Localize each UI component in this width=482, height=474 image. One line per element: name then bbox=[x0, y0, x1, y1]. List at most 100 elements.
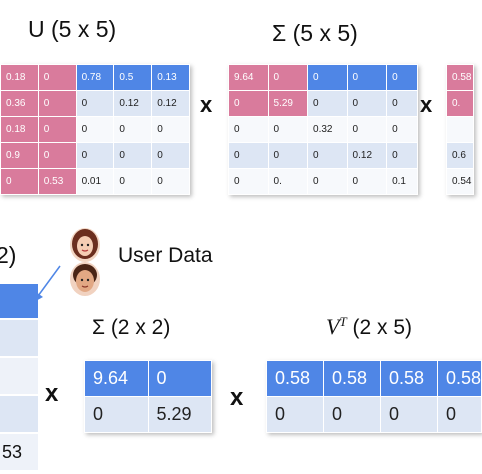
table-row: 0.54 bbox=[446, 168, 474, 195]
table-row: 0. bbox=[446, 90, 474, 117]
vt-title-base: V bbox=[326, 314, 340, 339]
user-male-icon bbox=[70, 262, 100, 296]
matrix-cell: 0 bbox=[228, 90, 269, 117]
matrix-cell: 0 bbox=[307, 142, 348, 169]
multiply-operator: x bbox=[420, 92, 433, 117]
matrix-cell: 0 bbox=[386, 142, 418, 169]
matrix-cell: 0 bbox=[307, 64, 348, 91]
matrix-cell: 0.32 bbox=[307, 116, 348, 143]
matrix-cell: 0 bbox=[147, 360, 212, 397]
matrix-cell: 0.78 bbox=[75, 64, 115, 91]
u-matrix-title: U (5 x 5) bbox=[28, 16, 117, 42]
matrix-cell: 0 bbox=[84, 396, 149, 433]
matrix-cell: 0 bbox=[267, 64, 309, 91]
matrix-cell: 0.9 bbox=[0, 142, 39, 169]
table-row: 0.58 bbox=[446, 64, 474, 91]
matrix-cell: 0 bbox=[75, 116, 115, 143]
table-row: 0 5.29 0 0 0 bbox=[228, 90, 418, 117]
matrix-cell: 0.36 bbox=[0, 90, 39, 117]
matrix-cell bbox=[446, 116, 474, 143]
matrix-cell: 0 bbox=[379, 396, 438, 433]
matrix-cell bbox=[0, 396, 38, 432]
matrix-cell: 0.1 bbox=[386, 168, 418, 195]
matrix-cell bbox=[0, 320, 38, 356]
left-matrix-title-partial: 2) bbox=[0, 242, 17, 268]
matrix-cell: 0. bbox=[446, 90, 474, 117]
table-row: 0 0 0 0 bbox=[266, 396, 482, 433]
vt-2x5-matrix: 0.58 0.58 0.58 0.58 0 0 0 0 bbox=[266, 360, 482, 433]
left-matrix-partial: 53 bbox=[0, 284, 38, 470]
matrix-cell: 0 bbox=[151, 168, 190, 195]
matrix-cell: 0 bbox=[307, 90, 348, 117]
matrix-cell: 0 bbox=[0, 168, 39, 195]
table-row: 0 0 0 0.12 0 bbox=[228, 142, 418, 169]
matrix-cell: 5.29 bbox=[147, 396, 212, 433]
table-row: 0.18 0 0.78 0.5 0.13 bbox=[0, 64, 190, 91]
matrix-cell: 0.58 bbox=[436, 360, 482, 397]
matrix-cell: 0.18 bbox=[0, 116, 39, 143]
matrix-cell: 0 bbox=[113, 142, 153, 169]
vt-title-superscript: T bbox=[339, 314, 347, 329]
matrix-cell: 0 bbox=[151, 142, 190, 169]
matrix-cell: 0 bbox=[346, 90, 388, 117]
matrix-cell: 0 bbox=[346, 168, 388, 195]
matrix-cell: 0.6 bbox=[446, 142, 474, 169]
matrix-cell: 9.64 bbox=[228, 64, 269, 91]
table-row: 0 0.53 0.01 0 0 bbox=[0, 168, 190, 195]
matrix-cell: 0 bbox=[228, 168, 269, 195]
sigma-2x2-matrix: 9.64 0 0 5.29 bbox=[84, 360, 212, 433]
matrix-cell bbox=[0, 358, 38, 394]
matrix-cell: 0.54 bbox=[446, 168, 474, 195]
table-row: 0.9 0 0 0 0 bbox=[0, 142, 190, 169]
matrix-cell: 0.58 bbox=[446, 64, 474, 91]
multiply-operator: x bbox=[230, 384, 244, 411]
table-row: 0.18 0 0 0 0 bbox=[0, 116, 190, 143]
matrix-cell: 0 bbox=[267, 142, 309, 169]
matrix-cell: 5.29 bbox=[267, 90, 309, 117]
matrix-cell: 0 bbox=[267, 116, 309, 143]
table-row: 0.6 bbox=[446, 142, 474, 169]
multiply-operator: x bbox=[45, 380, 59, 407]
matrix-cell: 0 bbox=[307, 168, 348, 195]
matrix-cell: 0 bbox=[386, 64, 418, 91]
matrix-cell bbox=[0, 284, 38, 318]
vt-2x5-title: VT (2 x 5) bbox=[326, 314, 412, 340]
matrix-cell: 0 bbox=[151, 116, 190, 143]
matrix-cell: 0 bbox=[113, 116, 153, 143]
table-row: 9.64 0 bbox=[84, 360, 212, 397]
sigma-matrix-title: Σ (5 x 5) bbox=[272, 20, 358, 46]
matrix-cell: 0 bbox=[228, 116, 269, 143]
matrix-cell: 0.18 bbox=[0, 64, 39, 91]
matrix-cell: 0 bbox=[75, 90, 115, 117]
u-matrix: 0.18 0 0.78 0.5 0.13 0.36 0 0 0.12 0.12 … bbox=[0, 64, 190, 195]
matrix-cell: 0 bbox=[37, 64, 77, 91]
multiply-operator: x bbox=[200, 92, 213, 117]
legend-label: User Data bbox=[118, 244, 213, 267]
table-row bbox=[446, 116, 474, 143]
sigma-matrix: 9.64 0 0 0 0 0 5.29 0 0 0 0 0 0.32 0 0 0… bbox=[228, 64, 418, 195]
vt-matrix-partial: 0.58 0. 0.6 0.54 bbox=[446, 64, 474, 195]
matrix-cell: 0 bbox=[322, 396, 381, 433]
matrix-cell: 0 bbox=[37, 90, 77, 117]
user-female-icon bbox=[70, 228, 100, 262]
matrix-cell: 0.5 bbox=[113, 64, 153, 91]
matrix-cell: 0 bbox=[37, 142, 77, 169]
table-row: 0.58 0.58 0.58 0.58 bbox=[266, 360, 482, 397]
matrix-cell: 0 bbox=[228, 142, 269, 169]
table-row: 0 5.29 bbox=[84, 396, 212, 433]
matrix-cell: 0.58 bbox=[379, 360, 438, 397]
table-row: 0 0. 0 0 0.1 bbox=[228, 168, 418, 195]
matrix-cell: 9.64 bbox=[84, 360, 149, 397]
matrix-cell: 0 bbox=[346, 116, 388, 143]
matrix-cell: 0.58 bbox=[322, 360, 381, 397]
matrix-cell: 0.12 bbox=[113, 90, 153, 117]
matrix-cell: 0 bbox=[346, 64, 388, 91]
table-row: 9.64 0 0 0 0 bbox=[228, 64, 418, 91]
vt-title-dims: (2 x 5) bbox=[352, 316, 413, 339]
matrix-cell: 0.53 bbox=[37, 168, 77, 195]
matrix-cell: 0 bbox=[386, 116, 418, 143]
table-row: 0 0 0.32 0 0 bbox=[228, 116, 418, 143]
matrix-cell: 0 bbox=[113, 168, 153, 195]
matrix-cell: 0 bbox=[266, 396, 324, 433]
matrix-cell: 53 bbox=[0, 434, 38, 470]
